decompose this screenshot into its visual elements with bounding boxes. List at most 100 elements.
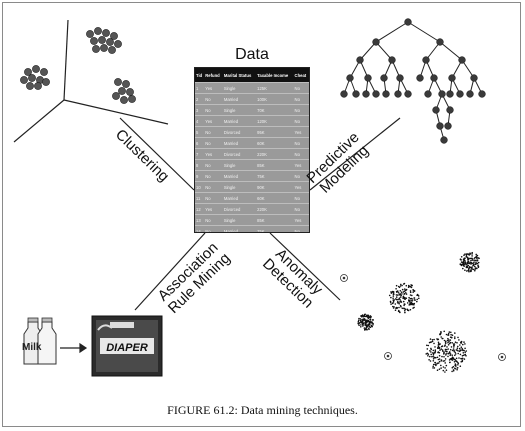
anomaly-scatter <box>340 251 506 373</box>
cell-marital-status: Married <box>222 137 257 149</box>
cell-refund: Yes <box>204 148 223 160</box>
connector-lines <box>119 117 401 311</box>
header-refund: Refund <box>204 68 223 83</box>
cell-refund: No <box>204 181 223 193</box>
cell-taxable-income: 125K <box>256 82 294 94</box>
cell-cheat: No <box>293 148 309 160</box>
line-clustering <box>119 117 195 191</box>
diaper-package-icon <box>91 315 163 377</box>
cell-tid: 13 <box>195 214 205 226</box>
cell-taxable-income: 85K <box>256 214 294 226</box>
cell-refund: Yes <box>204 115 223 127</box>
header-marital-status: Marital Status <box>222 68 257 83</box>
cell-tid: 7 <box>195 148 205 160</box>
label-milk: Milk <box>22 342 42 353</box>
cell-marital-status: Divorced <box>222 203 257 215</box>
cell-taxable-income: 120K <box>256 115 294 127</box>
cell-cheat: No <box>293 82 309 94</box>
cluster-blob <box>425 330 468 373</box>
cell-marital-status: Single <box>222 159 257 171</box>
cell-refund: Yes <box>204 203 223 215</box>
cell-tid: 3 <box>195 104 205 116</box>
cell-cheat: No <box>293 192 309 204</box>
cell-tid: 14 <box>195 225 205 232</box>
cell-taxable-income: 75K <box>256 170 294 182</box>
cell-tid: 5 <box>195 126 205 138</box>
tree-nodes <box>340 18 486 144</box>
tree-edges <box>343 21 483 141</box>
cell-taxable-income: 90K <box>256 181 294 193</box>
image-frame <box>2 2 521 427</box>
cell-marital-status: Single <box>222 214 257 226</box>
table-header-row: Tid Refund Marital Status Taxable Income… <box>195 68 309 83</box>
cell-refund: No <box>204 137 223 149</box>
cell-taxable-income: 100K <box>256 93 294 105</box>
cell-refund: No <box>204 214 223 226</box>
cell-taxable-income: 220K <box>256 203 294 215</box>
header-cheat: Cheat <box>293 68 309 83</box>
cell-cheat: No <box>293 170 309 182</box>
cluster-blob <box>459 251 480 273</box>
cell-refund: No <box>204 225 223 232</box>
cell-refund: No <box>204 159 223 171</box>
cell-tid: 9 <box>195 170 205 182</box>
cell-cheat: Yes <box>293 181 309 193</box>
cell-marital-status: Married <box>222 93 257 105</box>
cell-cheat: No <box>293 203 309 215</box>
milk-bottles-icon <box>23 317 57 365</box>
data-table: Tid Refund Marital Status Taxable Income… <box>194 67 310 233</box>
cell-marital-status: Divorced <box>222 148 257 160</box>
cell-refund: No <box>204 170 223 182</box>
cell-cheat: No <box>293 225 309 232</box>
cell-refund: Yes <box>204 82 223 94</box>
cell-cheat: Yes <box>293 126 309 138</box>
line-anomaly <box>269 232 341 301</box>
outlier-markers <box>340 274 506 361</box>
cell-cheat: Yes <box>293 159 309 171</box>
cell-cheat: Yes <box>293 214 309 226</box>
cell-cheat: No <box>293 104 309 116</box>
line-predictive <box>309 117 401 191</box>
cluster-blob <box>357 313 375 331</box>
cell-cheat: No <box>293 137 309 149</box>
cell-tid: 11 <box>195 192 205 204</box>
cell-tid: 4 <box>195 115 205 127</box>
cell-taxable-income: 220K <box>256 148 294 160</box>
cell-refund: No <box>204 93 223 105</box>
cell-marital-status: Married <box>222 192 257 204</box>
cell-marital-status: Divorced <box>222 126 257 138</box>
cell-cheat: No <box>293 115 309 127</box>
cell-cheat: No <box>293 93 309 105</box>
cell-taxable-income: 70K <box>256 104 294 116</box>
cell-tid: 2 <box>195 93 205 105</box>
cell-refund: No <box>204 192 223 204</box>
cell-taxable-income: 60K <box>256 192 294 204</box>
cell-taxable-income: 75K <box>256 225 294 232</box>
label-diaper: DIAPER <box>106 342 148 354</box>
cell-taxable-income: 60K <box>256 137 294 149</box>
cell-marital-status: Single <box>222 104 257 116</box>
clustering-dots <box>20 27 136 104</box>
cell-tid: 12 <box>195 203 205 215</box>
cell-refund: No <box>204 126 223 138</box>
cell-tid: 10 <box>195 181 205 193</box>
header-taxable-income: Taxable Income <box>256 68 294 83</box>
cell-marital-status: Single <box>222 82 257 94</box>
cell-marital-status: Married <box>222 225 257 232</box>
cluster-blob <box>388 282 420 314</box>
cell-marital-status: Married <box>222 170 257 182</box>
data-title: Data <box>235 46 269 63</box>
